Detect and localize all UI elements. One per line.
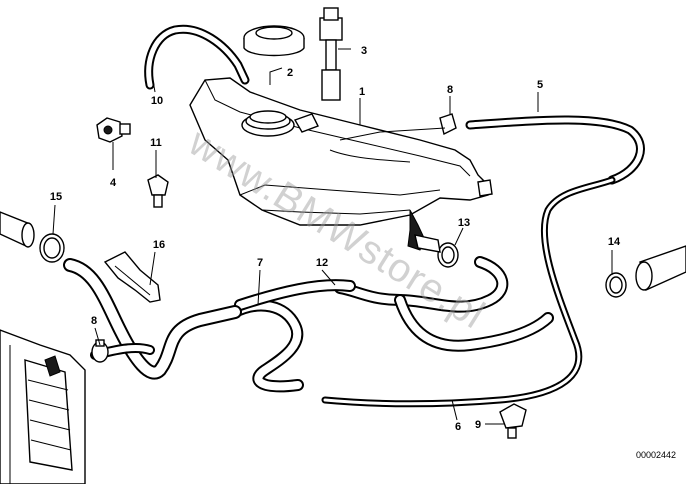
- callout-8-top: 8: [447, 84, 453, 96]
- callout-4: 4: [110, 177, 117, 189]
- callout-11: 11: [150, 137, 162, 149]
- hose-5[interactable]: [465, 115, 645, 185]
- callout-3: 3: [361, 45, 367, 57]
- callout-5: 5: [537, 79, 543, 91]
- leader-lines: [52, 48, 613, 425]
- callout-10: 10: [151, 95, 163, 107]
- document-number: 00002442: [636, 450, 676, 460]
- callout-16: 16: [153, 239, 165, 251]
- bolt-nut[interactable]: [96, 117, 131, 143]
- tank-cap[interactable]: [243, 25, 305, 57]
- hose-6[interactable]: [321, 176, 616, 408]
- hose-clamp-8-bottom[interactable]: [91, 339, 109, 363]
- callout-12: 12: [316, 257, 328, 269]
- pipe-stub-right: [635, 245, 686, 291]
- callout-1: 1: [359, 86, 365, 98]
- pipe-stub-left: [0, 211, 35, 248]
- callout-8-bottom: 8: [91, 315, 97, 327]
- hose-7[interactable]: [229, 279, 356, 393]
- hose-clamp-15[interactable]: [39, 233, 65, 263]
- clip-9[interactable]: [499, 403, 527, 439]
- radiator: [0, 329, 86, 484]
- callout-14: 14: [608, 236, 621, 248]
- callout-2: 2: [287, 67, 293, 79]
- hose-clamp-14[interactable]: [605, 272, 627, 298]
- hose-12[interactable]: [334, 256, 554, 352]
- hose-10[interactable]: [144, 24, 250, 90]
- callout-13: 13: [458, 217, 470, 229]
- callout-7: 7: [257, 257, 263, 269]
- clip-11[interactable]: [147, 174, 169, 208]
- hose-lower-left[interactable]: [63, 258, 242, 380]
- hose-clamp-13[interactable]: [414, 234, 459, 268]
- callout-15: 15: [50, 191, 62, 203]
- expansion-tank[interactable]: [189, 77, 493, 251]
- hose-clamp-8-top[interactable]: [439, 113, 457, 136]
- bracket-16[interactable]: [103, 251, 161, 303]
- callout-9: 9: [475, 419, 481, 431]
- callout-6: 6: [455, 421, 461, 433]
- level-sensor[interactable]: [319, 7, 343, 101]
